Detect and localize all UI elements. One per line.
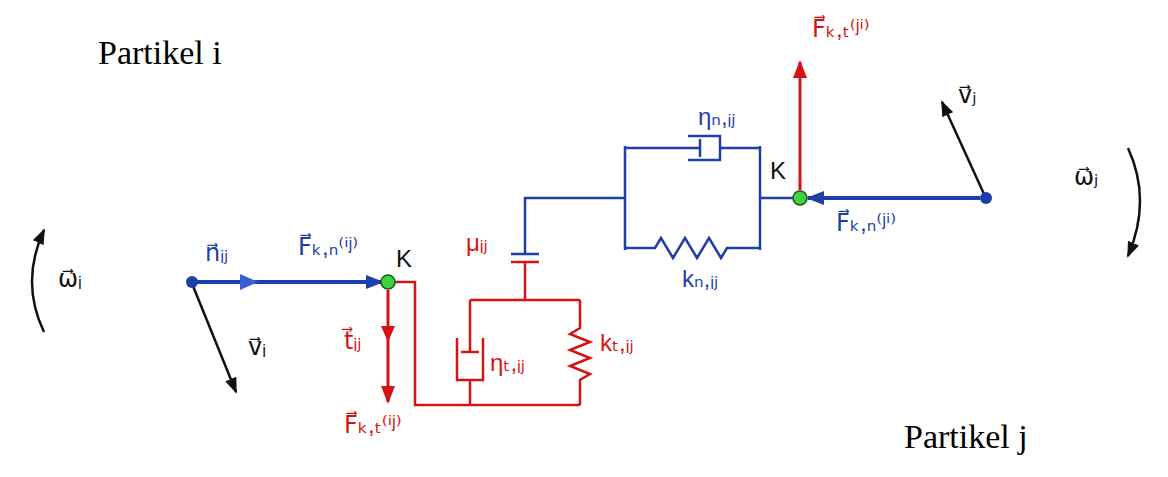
velocity-arrow xyxy=(942,102,984,194)
spring-symbol xyxy=(625,238,760,258)
symbol-label: v⃗ᵢ xyxy=(248,334,266,360)
damper-rod xyxy=(469,300,472,352)
symbol-label: F⃗ₖ,ₜ⁽ⁱʲ⁾ xyxy=(344,412,402,438)
symbol-label: F⃗ₖ,ₙ⁽ⁱʲ⁾ xyxy=(298,234,358,260)
particle-label: Partikel i xyxy=(98,34,222,71)
symbol-label: K xyxy=(770,158,786,184)
centre-dot xyxy=(980,192,992,204)
contact-point xyxy=(793,191,807,205)
centre-dot xyxy=(186,276,198,288)
normal-vector-head xyxy=(240,274,258,290)
damper-piston xyxy=(699,139,702,157)
symbol-label: n⃗ᵢⱼ xyxy=(205,240,228,266)
friction-plate xyxy=(511,261,539,264)
damper-cylinder xyxy=(688,136,720,160)
tangential-force-arrow xyxy=(799,62,802,190)
symbol-label: F⃗ₖ,ₙ⁽ʲⁱ⁾ xyxy=(836,210,896,236)
symbol-label: ω⃗ᵢ xyxy=(58,266,82,292)
tangential-network xyxy=(392,262,590,405)
particle: Partikel j xyxy=(800,12,1168,384)
particle-circle xyxy=(2,92,382,472)
symbol-label: kₜ,ᵢⱼ xyxy=(600,330,634,356)
rotation-arrow xyxy=(1128,148,1140,256)
symbol-label: ηₙ,ᵢⱼ xyxy=(698,104,736,130)
damper-cylinder xyxy=(457,338,483,380)
contact-point xyxy=(381,275,395,289)
particle-circle xyxy=(800,12,1168,384)
damper-piston xyxy=(461,351,479,354)
blue-wire xyxy=(720,147,760,150)
tangential-force-arrow xyxy=(387,290,390,402)
damper-rod xyxy=(625,147,700,150)
red-wire xyxy=(469,380,472,405)
blue-wire xyxy=(624,146,627,250)
symbol-label: F⃗ₖ,ₜ⁽ʲⁱ⁾ xyxy=(812,16,870,42)
symbol-label: ω⃗ⱼ xyxy=(1074,164,1098,190)
symbol-label: v⃗ⱼ xyxy=(958,82,976,108)
normal-network xyxy=(511,136,798,258)
spring-symbol xyxy=(570,300,590,405)
red-wire xyxy=(392,282,580,405)
symbol-label: kₙ,ᵢⱼ xyxy=(682,266,718,292)
symbol-label: μᵢⱼ xyxy=(466,230,488,256)
velocity-arrow xyxy=(193,286,236,392)
tangent-vector-head xyxy=(381,326,395,342)
symbol-label: K xyxy=(396,246,412,272)
symbol-label: t⃗ᵢⱼ xyxy=(344,328,361,354)
particle-label: Partikel j xyxy=(904,418,1028,455)
particle-circle xyxy=(800,12,1168,384)
normal-force-arrow xyxy=(196,280,382,284)
symbol-label: ηₜ,ᵢⱼ xyxy=(490,350,525,376)
red-wire xyxy=(524,262,527,300)
rotation-arrow xyxy=(32,230,44,332)
normal-force-arrow xyxy=(808,196,980,200)
blue-wire xyxy=(525,198,625,254)
